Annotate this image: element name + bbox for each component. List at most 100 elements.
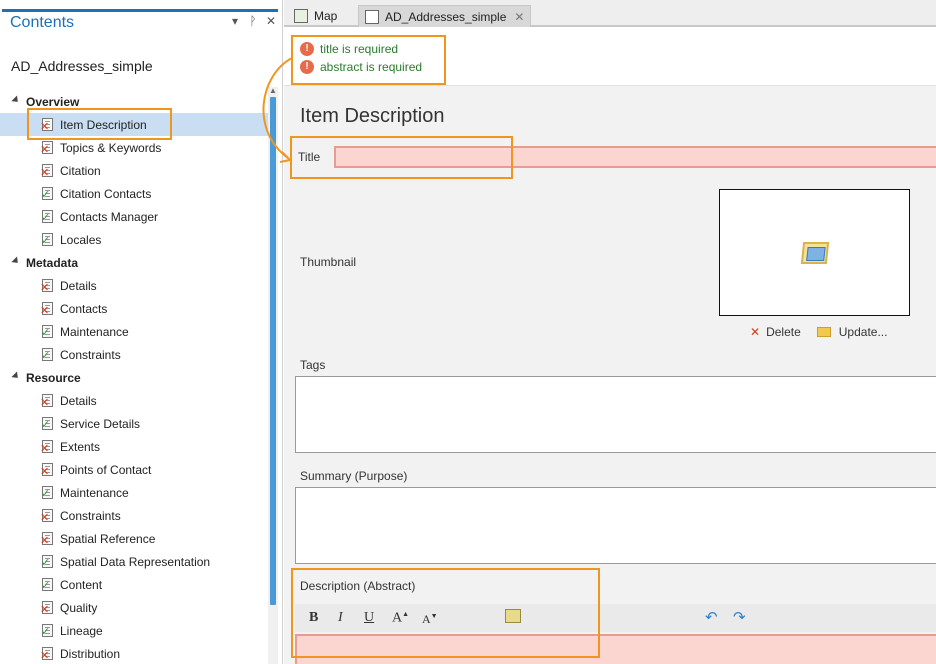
- pin-icon[interactable]: ᚹ: [249, 14, 257, 28]
- thumbnail-map-icon: [800, 242, 830, 264]
- tags-field[interactable]: [295, 376, 936, 453]
- tree-item[interactable]: ✕Details: [0, 274, 268, 297]
- tree-item-label: Distribution: [60, 646, 121, 661]
- tree-group-label: Metadata: [26, 255, 79, 270]
- tree-item-label: Constraints: [60, 347, 121, 362]
- page-ok-icon: ✓: [41, 186, 54, 201]
- tree-item[interactable]: ✕Topics & Keywords: [0, 136, 268, 159]
- italic-button[interactable]: I: [338, 610, 343, 625]
- page-ok-icon: ✓: [41, 416, 54, 431]
- metadata-editor: ! title is required ! abstract is requir…: [284, 29, 936, 664]
- tree-item[interactable]: ✕Details: [0, 389, 268, 412]
- insert-image-icon[interactable]: [505, 609, 521, 623]
- tab-map[interactable]: Map: [288, 5, 343, 27]
- decrease-font-button[interactable]: A▼: [422, 612, 438, 626]
- tab-metadata-document[interactable]: AD_Addresses_simple ✕: [358, 5, 532, 27]
- metadata-doc-icon: [365, 9, 379, 24]
- tree-item[interactable]: ✕Constraints: [0, 504, 268, 527]
- tree-item[interactable]: ✕Citation: [0, 159, 268, 182]
- highlight-item-description: [27, 108, 172, 140]
- update-button[interactable]: Update...: [838, 325, 888, 339]
- tree-item[interactable]: ✓Maintenance: [0, 481, 268, 504]
- scroll-up-icon[interactable]: ▲: [269, 86, 277, 95]
- tree-item[interactable]: ✓ Spatial Data Representation: [0, 550, 268, 573]
- validation-message: ! title is required: [300, 42, 398, 56]
- delete-icon[interactable]: ✕: [750, 325, 761, 339]
- tree-scroll-thumb[interactable]: [270, 97, 276, 605]
- validation-message-text: title is required: [320, 42, 399, 56]
- decrease-font-icon: A: [422, 612, 431, 626]
- underline-button[interactable]: U: [364, 610, 375, 625]
- contents-title: Contents: [10, 14, 75, 31]
- title-field[interactable]: [334, 146, 936, 168]
- close-pane-icon[interactable]: ✕: [266, 14, 277, 28]
- tree-item-label: Points of Contact: [60, 462, 152, 477]
- bold-button[interactable]: B: [309, 610, 319, 625]
- tree-item-label: Service Details: [60, 416, 141, 431]
- highlight-title-field: [290, 136, 513, 179]
- tree-item-label: Spatial Data Representation: [60, 554, 211, 569]
- page-error-icon: ✕: [40, 508, 54, 523]
- tree-item[interactable]: ✓Locales: [0, 228, 268, 251]
- summary-field[interactable]: [295, 487, 936, 564]
- tree-item[interactable]: ✓Maintenance: [0, 320, 268, 343]
- tree-item-label: Citation Contacts: [60, 186, 152, 201]
- tree-group-label: Overview: [26, 94, 80, 109]
- tree-group-resource[interactable]: Resource: [0, 366, 268, 389]
- expand-triangle-icon[interactable]: [11, 95, 21, 105]
- tree-item[interactable]: ✕ Points of Contact: [0, 458, 268, 481]
- tree-item[interactable]: ✓ Content: [0, 573, 268, 596]
- folder-icon[interactable]: [816, 327, 831, 337]
- page-ok-icon: ✓: [41, 554, 54, 569]
- page-error-icon: ✕: [40, 439, 54, 454]
- tree-item[interactable]: ✕ Distribution: [0, 642, 268, 664]
- delete-button[interactable]: Delete: [766, 325, 801, 339]
- tree-group-metadata[interactable]: Metadata: [0, 251, 268, 274]
- tree-item[interactable]: ✕Quality: [0, 596, 268, 619]
- tree-item[interactable]: ✕Spatial Reference: [0, 527, 268, 550]
- increase-font-button[interactable]: A▲: [392, 610, 410, 626]
- validation-message: ! abstract is required: [300, 60, 422, 74]
- tree-item[interactable]: ✓Lineage: [0, 619, 268, 642]
- description-field[interactable]: [295, 634, 936, 664]
- tree-item[interactable]: ✕ Item Description: [0, 113, 268, 136]
- pane-controls: ▾ ᚹ ✕: [230, 14, 276, 28]
- page-error-icon: ✕: [40, 117, 54, 132]
- tree-item[interactable]: ✕ Extents: [0, 435, 268, 458]
- redo-icon[interactable]: ↷: [733, 608, 746, 626]
- page-error-icon: ✕: [40, 646, 54, 661]
- page-ok-icon: ✓: [41, 623, 54, 638]
- tree-item[interactable]: ✓Constraints: [0, 343, 268, 366]
- undo-icon[interactable]: ↶: [705, 608, 718, 626]
- tree-item-label: Contacts: [60, 301, 108, 316]
- title-label: Title: [298, 150, 321, 164]
- tree-group-label: Resource: [26, 370, 81, 385]
- page-ok-icon: ✓: [41, 577, 54, 592]
- expand-triangle-icon[interactable]: [11, 371, 21, 381]
- tree-item-label: Item Description: [60, 117, 147, 132]
- pane-options-icon[interactable]: ▾: [231, 14, 239, 28]
- annotation-arrow: [262, 57, 293, 163]
- tree-item-label: Extents: [60, 439, 101, 454]
- tree-item-label: Content: [60, 577, 103, 592]
- tree-item[interactable]: ✓ Citation Contacts: [0, 182, 268, 205]
- page-error-icon: ✕: [40, 278, 54, 293]
- tags-label: Tags: [300, 358, 326, 372]
- page-error-icon: ✕: [40, 393, 54, 408]
- tree-group-overview[interactable]: Overview: [0, 90, 268, 113]
- expand-triangle-icon[interactable]: [11, 256, 21, 266]
- tree-item[interactable]: ✓Contacts Manager: [0, 205, 268, 228]
- page-error-icon: ✕: [40, 462, 54, 477]
- close-tab-icon[interactable]: ✕: [514, 9, 525, 24]
- tab-strip: Map AD_Addresses_simple ✕: [284, 0, 936, 27]
- highlight-validation-messages: [291, 35, 446, 85]
- tree-item[interactable]: ✕Contacts: [0, 297, 268, 320]
- tab-metadata-label: AD_Addresses_simple: [385, 9, 507, 24]
- page-ok-icon: ✓: [41, 232, 54, 247]
- page-ok-icon: ✓: [41, 209, 54, 224]
- validation-message-text: abstract is required: [320, 60, 423, 74]
- tree-item[interactable]: ✓ Service Details: [0, 412, 268, 435]
- thumbnail-box[interactable]: [719, 189, 910, 316]
- pane-accent-bar: [2, 9, 278, 12]
- map-icon: [294, 9, 308, 23]
